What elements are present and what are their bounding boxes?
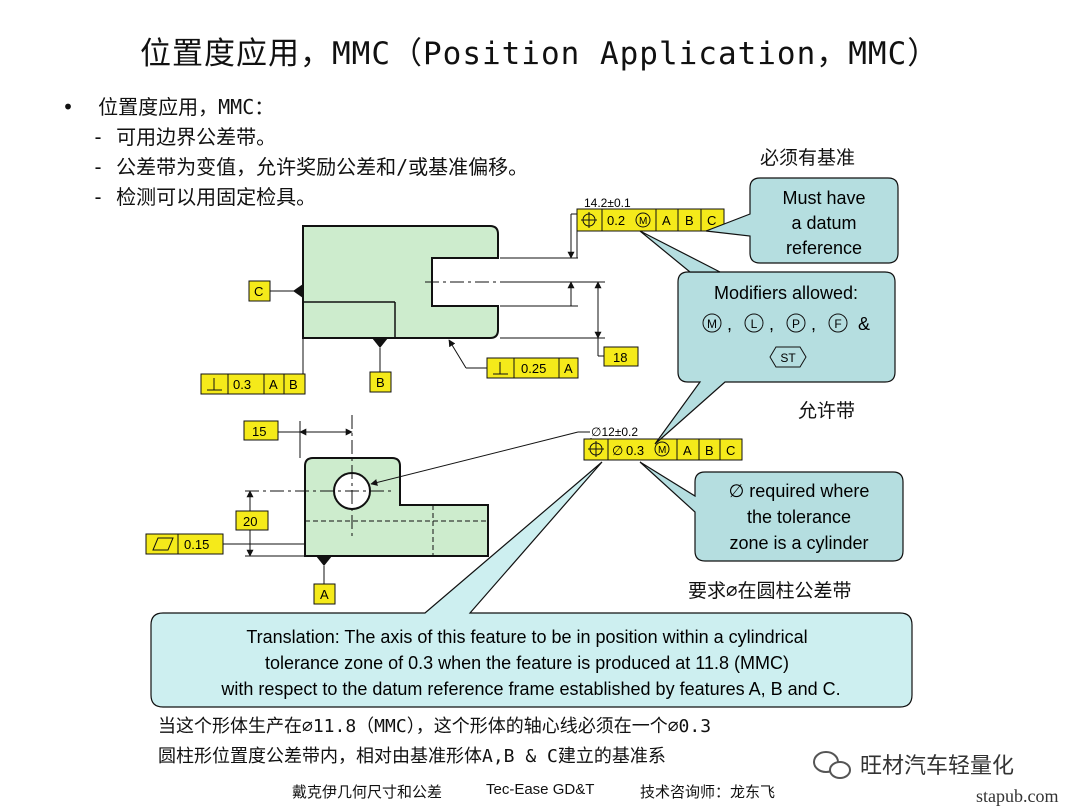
dim-top-label: 14.2±0.1 xyxy=(584,196,631,210)
mmc-icon xyxy=(635,212,651,228)
fcf-top-datum: A xyxy=(662,213,671,228)
top-part xyxy=(302,225,499,339)
callout-cylinder-line: ∅ required where xyxy=(729,481,870,501)
translation-line: Translation: The axis of this feature to… xyxy=(246,627,807,647)
callout-cylinder-line: the tolerance xyxy=(747,507,851,527)
drawing-stroke xyxy=(702,313,722,333)
modifier-f-icon: F xyxy=(834,317,841,331)
fcf-hole-datum: A xyxy=(683,443,692,458)
dim-15-label: 15 xyxy=(252,424,266,439)
note-datum-zh: 必须有基准 xyxy=(760,147,856,169)
modifier-st: ST xyxy=(780,351,796,365)
datum-c-label: C xyxy=(254,284,263,299)
callout-datum-line: a datum xyxy=(791,213,856,233)
flat-tol: 0.15 xyxy=(184,537,209,552)
drawing-stroke xyxy=(372,338,388,348)
drawing-stroke: , xyxy=(727,314,732,334)
note-modifiers-zh: 允许带 xyxy=(798,400,856,422)
perp-left-tol: 0.3 xyxy=(233,377,251,392)
mmc-icon xyxy=(654,441,670,457)
translation-box xyxy=(150,461,913,708)
drawing-stroke xyxy=(639,230,721,273)
drawing-stroke xyxy=(486,357,579,379)
drawing-stroke xyxy=(448,339,467,369)
wechat-icon xyxy=(813,751,851,779)
modifiers-symbols: M , L , P , F & ST xyxy=(702,313,870,368)
fcf-top-mod: M xyxy=(639,216,647,227)
drawing-stroke xyxy=(829,761,851,779)
callout-datum-line: reference xyxy=(786,238,862,258)
bullet-item: - 公差带为变值，允许奖励公差和/或基准偏移。 xyxy=(92,155,529,179)
drawing-stroke xyxy=(370,431,579,486)
st-icon xyxy=(769,346,807,368)
fcf-flatness: 0.15 xyxy=(145,533,224,555)
fcf-hole-datum: C xyxy=(726,443,735,458)
modifier-amp: & xyxy=(858,314,870,334)
datum-a-box xyxy=(313,583,336,605)
bullet-main: 位置度应用，MMC： xyxy=(98,95,275,119)
callout-datum xyxy=(705,177,899,264)
page-title: 位置度应用，MMC（Position Application，MMC） xyxy=(140,36,940,72)
bullet-item: - 可用边界公差带。 xyxy=(92,125,277,149)
footer-right: 技术咨询师：龙东飞 xyxy=(640,784,776,801)
datum-b-label: B xyxy=(376,375,385,390)
translation-line: with respect to the datum reference fram… xyxy=(220,679,840,699)
modifier-l-icon: L xyxy=(751,317,758,331)
drawing-stroke xyxy=(316,556,332,566)
perp-left-datum: B xyxy=(289,377,298,392)
drawing-stroke xyxy=(744,313,764,333)
bullet-list: • 位置度应用，MMC： - 可用边界公差带。 - 公差带为变值，允许奖励公差和… xyxy=(62,92,528,212)
dim-20-label: 20 xyxy=(243,514,257,529)
dim-18-label: 18 xyxy=(613,350,627,365)
dim-18-box xyxy=(603,346,639,367)
drawing-stroke xyxy=(200,373,306,395)
fcf-top-datum: B xyxy=(685,213,694,228)
footer-mid: Tec-Ease GD&T xyxy=(486,781,595,798)
drawing-stroke: , xyxy=(769,314,774,334)
perp-right-datum: A xyxy=(564,361,573,376)
callout-cylinder-line: zone is a cylinder xyxy=(729,533,868,553)
fcf-hole-tol: 0.3 xyxy=(626,443,644,458)
perp-right-tol: 0.25 xyxy=(521,361,546,376)
drawing-stroke: , xyxy=(811,314,816,334)
drawing-stroke xyxy=(828,313,848,333)
drawing-stroke xyxy=(293,284,303,298)
watermark: 旺材汽车轻量化 xyxy=(860,754,1015,779)
dim-hole-label: ∅12±0.2 xyxy=(591,425,638,439)
zh-translation: 当这个形体生产在∅11.8（MMC），这个形体的轴心线必须在一个∅0.3 圆柱形… xyxy=(158,712,711,772)
zh-translation-line: 当这个形体生产在∅11.8（MMC），这个形体的轴心线必须在一个∅0.3 xyxy=(158,716,712,737)
drawing-stroke xyxy=(583,438,743,461)
fcf-perp-left: 0.3 A B xyxy=(200,373,306,395)
bullet-marker: • xyxy=(62,95,75,119)
translation-line: tolerance zone of 0.3 when the feature i… xyxy=(265,653,789,673)
fcf-hole-mod: M xyxy=(658,445,666,456)
fcf-hole-datum: B xyxy=(705,443,714,458)
fcf-top-tol: 0.2 xyxy=(607,213,625,228)
datum-b-box xyxy=(369,371,392,393)
fcf-hole: ∅ 0.3 M A B C xyxy=(583,438,743,461)
fcf-top-datum: C xyxy=(707,213,716,228)
modifier-p-icon: P xyxy=(792,317,800,331)
fcf-perp-right: 0.25 A xyxy=(486,357,579,379)
zh-translation-line: 圆柱形位置度公差带内，相对由基准形体A,B & C建立的基准系 xyxy=(158,746,666,767)
dim-20-box xyxy=(235,510,269,531)
footer-left: 戴克伊几何尺寸和公差 xyxy=(292,784,443,801)
fcf-top: 0.2 M A B C xyxy=(576,208,725,232)
bottom-part xyxy=(304,457,489,557)
datum-a-label: A xyxy=(320,587,329,602)
site-watermark: stapub.com xyxy=(976,786,1059,806)
modifier-m-icon: M xyxy=(707,317,717,331)
callout-modifiers-title: Modifiers allowed: xyxy=(714,283,858,303)
note-cylinder-zh: 要求∅在圆柱公差带 xyxy=(688,580,852,602)
perp-left-datum: A xyxy=(269,377,278,392)
callout-cylinder xyxy=(639,461,904,562)
flatness-icon xyxy=(152,537,174,551)
fcf-hole-dia: ∅ xyxy=(612,443,623,458)
bullet-item: - 检测可以用固定检具。 xyxy=(92,185,317,209)
dim-15-box xyxy=(243,420,279,441)
callout-datum-line: Must have xyxy=(782,188,865,208)
drawing-stroke xyxy=(786,313,806,333)
